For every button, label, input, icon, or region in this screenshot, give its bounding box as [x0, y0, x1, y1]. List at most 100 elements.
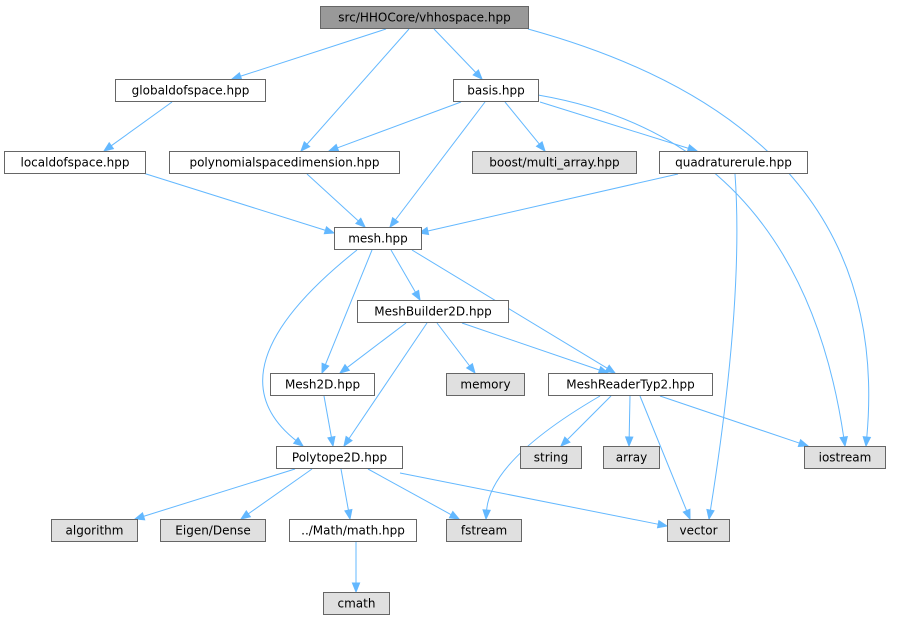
edge-line	[433, 28, 477, 74]
node-memory: memory	[446, 373, 525, 396]
edge-line	[323, 395, 333, 439]
arrowhead	[482, 509, 491, 521]
edge-vhhospace-to-polynomialspacedimension	[300, 28, 410, 153]
node-box	[270, 373, 375, 396]
arrowhead	[448, 510, 461, 520]
node-box	[276, 446, 403, 469]
node-localdofspace[interactable]: localdofspace.hpp	[4, 151, 146, 174]
edges-layer	[102, 28, 872, 594]
arrowhead	[656, 519, 669, 529]
node-box	[357, 300, 509, 323]
arrowhead	[472, 69, 483, 80]
node-box	[115, 79, 266, 102]
node-box	[446, 519, 522, 542]
node-box	[4, 151, 146, 174]
node-fstream: fstream	[446, 519, 522, 542]
edge-basis-to-boost_multi_array	[504, 101, 546, 153]
edge-meshbuilder2d-to-memory	[436, 322, 476, 375]
arrowhead	[230, 71, 243, 81]
edge-mesh-to-mesh2d	[321, 249, 373, 375]
node-label: boost/multi_array.hpp	[489, 156, 619, 170]
node-box	[169, 151, 400, 174]
arrowhead	[343, 435, 353, 448]
node-meshreadertyp2[interactable]: MeshReaderTyp2.hpp	[548, 373, 713, 396]
arrowhead	[706, 508, 715, 521]
edge-basis-to-iostream	[537, 94, 848, 448]
node-box	[453, 79, 539, 102]
edge-vhhospace-to-globaldofspace	[230, 28, 387, 81]
node-polynomialspacedimension[interactable]: polynomialspacedimension.hpp	[169, 151, 400, 174]
node-box	[520, 446, 582, 469]
node-box	[289, 519, 417, 542]
node-label: iostream	[819, 451, 872, 465]
node-label: array	[616, 451, 647, 465]
edge-basis-to-polynomialspacedimension	[327, 101, 462, 152]
node-polytope2d[interactable]: Polytope2D.hpp	[276, 446, 403, 469]
edge-line	[247, 468, 313, 515]
node-quadraturerule[interactable]: quadraturerule.hpp	[659, 151, 808, 174]
edge-meshbuilder2d-to-meshreadertyp2	[461, 322, 610, 375]
edge-line	[461, 322, 601, 371]
node-mesh2d[interactable]: Mesh2D.hpp	[270, 373, 375, 396]
edge-line	[709, 173, 738, 512]
node-globaldofspace[interactable]: globaldofspace.hpp	[115, 79, 266, 102]
edge-mesh-to-meshreadertyp2	[411, 249, 617, 374]
edge-basis-to-mesh	[389, 101, 486, 229]
node-mesh[interactable]: mesh.hpp	[334, 227, 422, 250]
arrowhead	[604, 364, 617, 374]
arrowhead	[327, 143, 340, 152]
edge-line	[527, 28, 870, 439]
arrowhead	[351, 582, 361, 594]
nodes-layer: src/HHOCore/vhhospace.hpp globaldofspace.…	[4, 6, 886, 615]
arrowhead	[355, 217, 366, 228]
node-label: ../Math/math.hpp	[301, 524, 405, 538]
edge-quadraturerule-to-mesh	[417, 173, 679, 236]
edge-meshreadertyp2-to-string	[560, 395, 612, 447]
edge-line	[628, 395, 631, 439]
node-vhhospace[interactable]: src/HHOCore/vhhospace.hpp	[320, 6, 529, 29]
node-cmath: cmath	[323, 592, 390, 615]
node-label: src/HHOCore/vhhospace.hpp	[338, 11, 510, 25]
edge-polynomialspacedimension-to-mesh	[306, 173, 366, 228]
edge-line	[394, 101, 486, 221]
node-box	[160, 519, 266, 542]
node-box	[320, 6, 529, 29]
node-box	[323, 592, 390, 615]
edge-meshreadertyp2-to-fstream	[482, 395, 601, 521]
edge-localdofspace-to-mesh	[142, 172, 336, 235]
edge-globaldofspace-to-localdofspace	[102, 101, 173, 152]
edge-line	[566, 395, 612, 441]
edge-math-to-cmath	[351, 542, 361, 594]
edge-meshreadertyp2-to-iostream	[659, 395, 810, 448]
edge-line	[142, 172, 327, 232]
node-math[interactable]: ../Math/math.hpp	[289, 519, 417, 542]
edge-basis-to-quadraturerule	[539, 101, 699, 153]
node-box	[804, 446, 886, 469]
node-label: memory	[460, 378, 510, 392]
edge-line	[436, 322, 471, 367]
edge-line	[324, 249, 373, 366]
node-label: Polytope2D.hpp	[292, 451, 387, 465]
node-box	[334, 227, 422, 250]
edge-line	[340, 468, 350, 512]
node-label: fstream	[461, 524, 507, 538]
arrowhead	[344, 508, 353, 521]
edge-line	[306, 173, 360, 222]
edge-polytope2d-to-algorithm	[133, 468, 296, 521]
node-label: vector	[679, 524, 717, 538]
node-array: array	[603, 446, 660, 469]
node-label: MeshBuilder2D.hpp	[374, 305, 492, 319]
node-vector: vector	[667, 519, 730, 542]
arrowhead	[239, 510, 252, 520]
arrowhead	[411, 289, 421, 302]
node-basis[interactable]: basis.hpp	[453, 79, 539, 102]
node-meshbuilder2d[interactable]: MeshBuilder2D.hpp	[357, 300, 509, 323]
edge-vhhospace-to-basis	[433, 28, 483, 80]
edge-line	[346, 322, 407, 369]
arrowhead	[560, 436, 571, 447]
edge-quadraturerule-to-vector	[706, 173, 738, 521]
edge-line	[367, 468, 453, 516]
edge-line	[305, 28, 410, 146]
node-box	[446, 373, 525, 396]
node-box	[51, 519, 138, 542]
